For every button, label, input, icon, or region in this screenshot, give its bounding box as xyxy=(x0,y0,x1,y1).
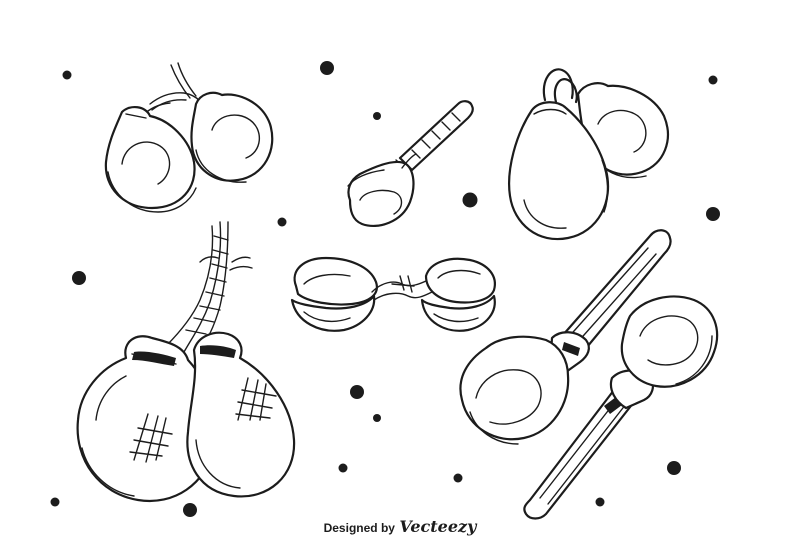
decorative-dots xyxy=(50,61,720,517)
castanet-handle-pair xyxy=(459,229,719,520)
credit-prefix: Designed by xyxy=(323,521,395,535)
castanet-spoon xyxy=(347,100,474,228)
castanet-pair-tied xyxy=(104,62,274,213)
castanet-pair-open xyxy=(290,256,496,332)
castanet-pair-cord xyxy=(508,68,669,241)
castanet-pair-large-strings xyxy=(76,221,296,503)
vecteezy-logo: Vecteezy xyxy=(399,517,477,536)
credit-line: Designed by Vecteezy xyxy=(0,517,800,537)
